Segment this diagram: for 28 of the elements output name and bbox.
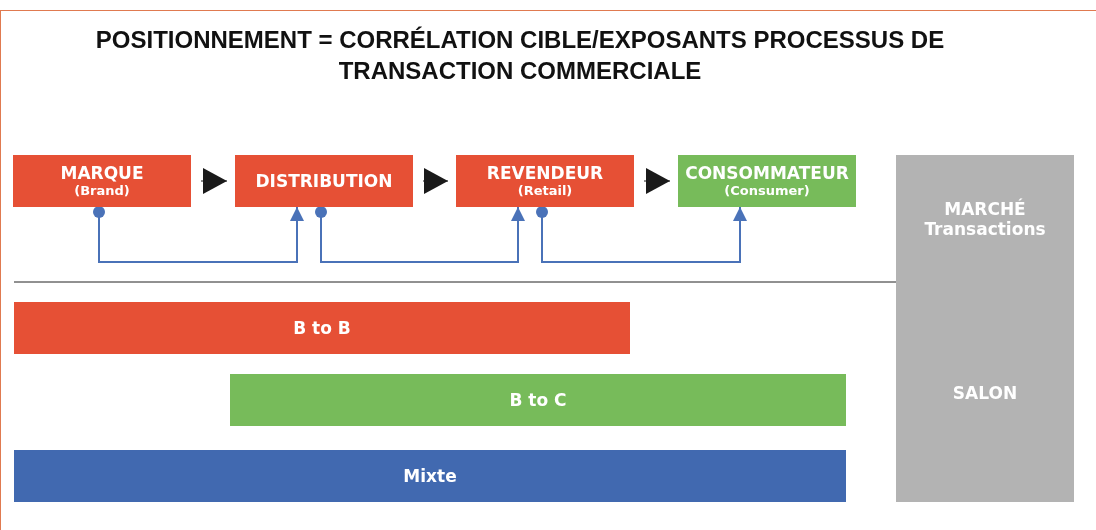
category-band: [896, 283, 1074, 502]
node-label: SALON: [952, 382, 1018, 403]
node-label: REVENDEUR: [486, 163, 604, 183]
connector-arrow: [536, 206, 747, 263]
node-label: DISTRIBUTION: [255, 171, 393, 191]
connector-arrow: [315, 206, 525, 263]
title: POSITIONNEMENT = CORRÉLATION CIBLE/EXPOSANTS PROCESSUS DE TRANSACTION COMMERCIALE: [94, 25, 946, 86]
process-box: [13, 155, 191, 207]
arrow: [643, 168, 671, 194]
node-sublabel: (Consumer): [724, 183, 810, 199]
range-bar: [230, 374, 846, 426]
arrow: [200, 168, 228, 194]
category-band: [896, 155, 1074, 283]
node-sublabel: (Retail): [517, 183, 573, 199]
node-label: CONSOMMATEUR: [685, 163, 849, 183]
node-label: Mixte: [403, 466, 457, 486]
node-sublabel: (Brand): [74, 183, 130, 199]
node-label: B to B: [293, 318, 351, 338]
node-label: B to C: [509, 390, 567, 410]
process-box: [235, 155, 413, 207]
arrow: [422, 168, 449, 194]
process-box: [678, 155, 856, 207]
process-box: [456, 155, 634, 207]
node-label: MARCHÉ Transactions: [923, 199, 1047, 239]
range-bar: [14, 450, 846, 502]
node-label: MARQUE: [60, 163, 144, 183]
connector-arrow: [93, 206, 304, 263]
range-bar: [14, 302, 630, 354]
